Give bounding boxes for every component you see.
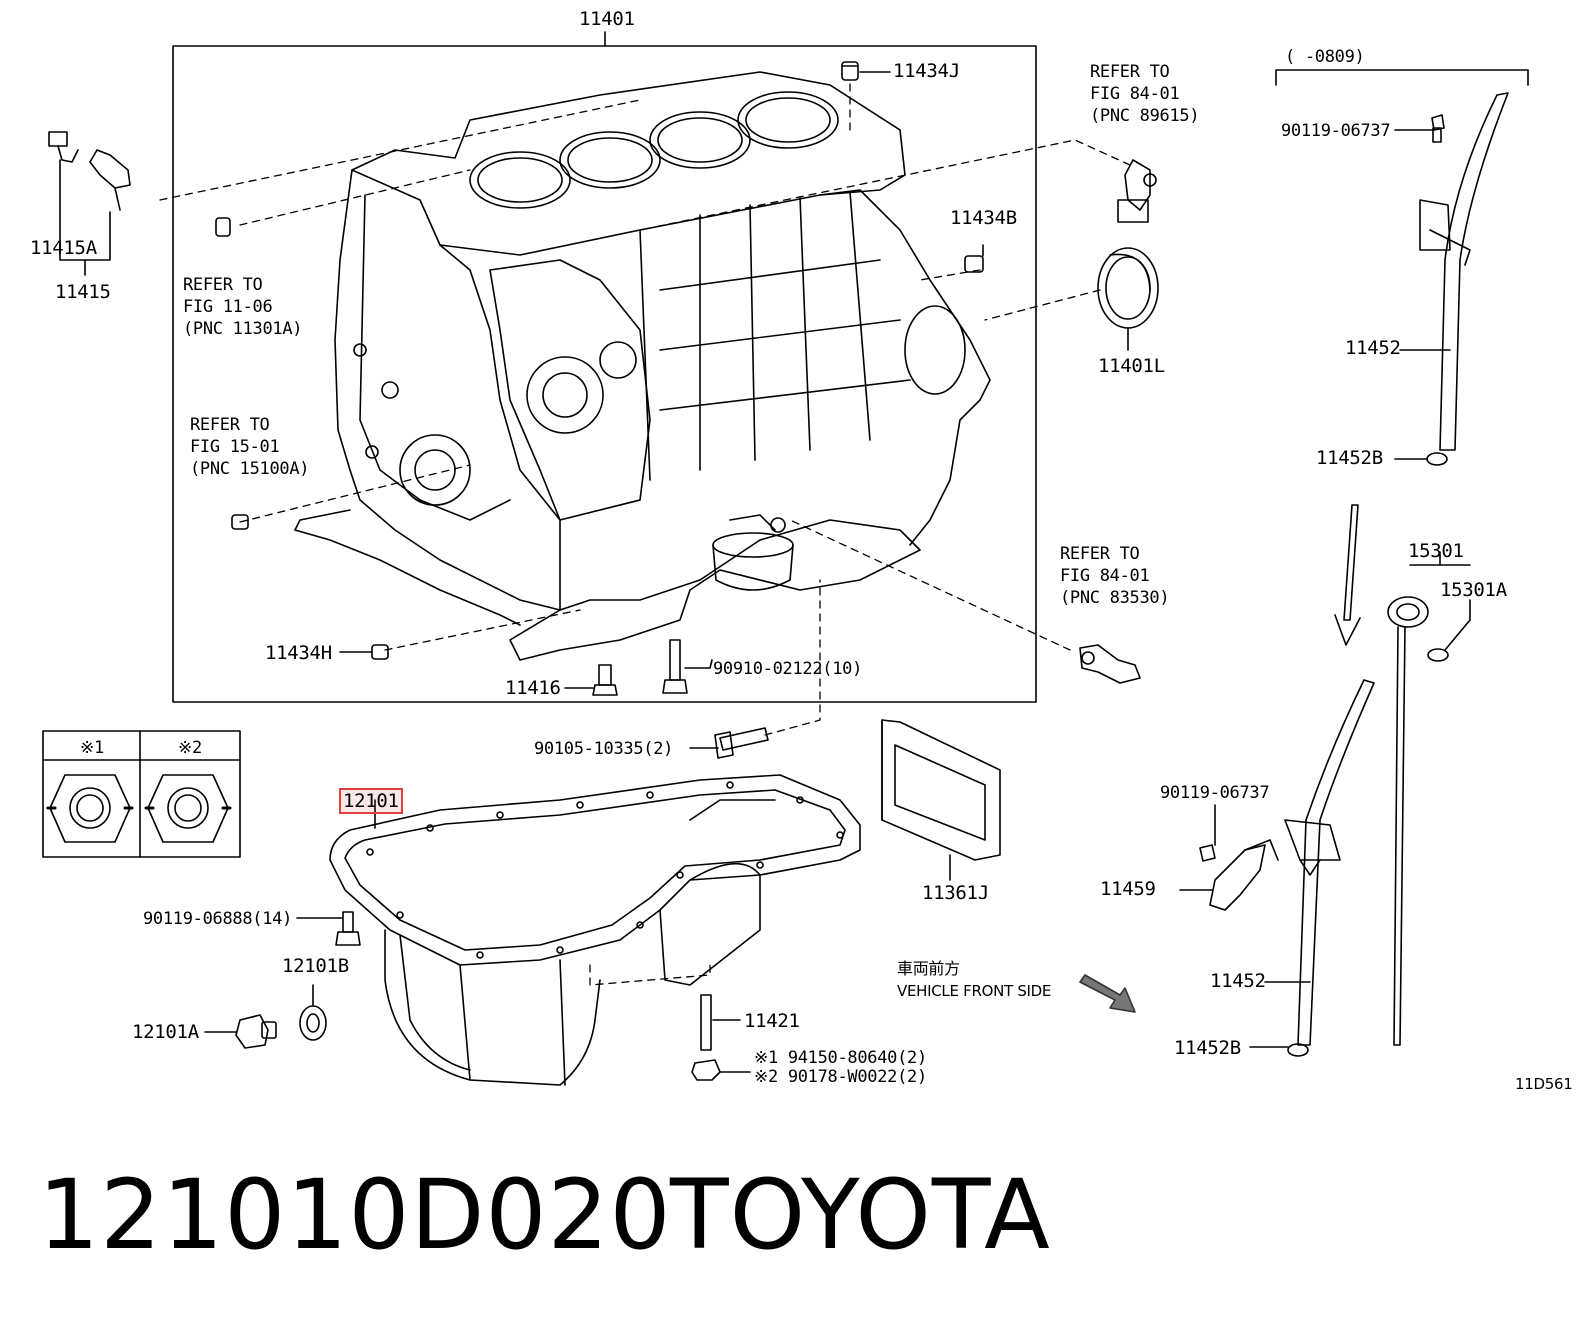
refer-block-15100a: REFER TO FIG 15-01 (PNC 15100A) bbox=[190, 414, 310, 480]
nut-inset-box bbox=[43, 731, 240, 857]
refer-block-89615: REFER TO FIG 84-01 (PNC 89615) bbox=[1090, 61, 1200, 127]
gauge-guide-11452-bot bbox=[1285, 680, 1374, 1045]
diagram-code: 11D561 bbox=[1515, 1075, 1573, 1093]
label-11421: 11421 bbox=[744, 1010, 800, 1032]
sensor-83530 bbox=[1080, 645, 1140, 683]
brand-title: TOYOTA bbox=[670, 1159, 1051, 1271]
highlighted-part-12101: 12101 bbox=[339, 788, 403, 814]
arrow-down bbox=[1335, 505, 1360, 645]
inset-label-1: ※1 bbox=[80, 738, 104, 758]
cylinder-block-illustration bbox=[295, 72, 990, 660]
bracket-11459 bbox=[1210, 840, 1278, 910]
label-11415: 11415 bbox=[55, 281, 111, 303]
refer-line-1: REFER TO bbox=[183, 275, 263, 295]
refer-line-1: REFER TO bbox=[190, 415, 270, 435]
part-number-title: 121010D020 bbox=[38, 1159, 672, 1271]
vehicle-front-en: VEHICLE FRONT SIDE bbox=[897, 982, 1052, 1000]
plug-11434b bbox=[965, 256, 983, 272]
plug-11434j bbox=[842, 62, 858, 80]
label-90910-02122: 90910-02122(10) bbox=[713, 659, 863, 679]
dipstick-15301 bbox=[1388, 597, 1428, 1045]
label-11452-top: 11452 bbox=[1345, 337, 1401, 359]
refer-line-2: FIG 84-01 bbox=[1060, 566, 1150, 586]
label-15301: 15301 bbox=[1408, 540, 1464, 562]
label-11401l: 11401L bbox=[1098, 355, 1165, 377]
label-11452b-bot: 11452B bbox=[1174, 1037, 1241, 1059]
label-11361j: 11361J bbox=[922, 882, 989, 904]
gauge-guide-11452-top bbox=[1420, 93, 1508, 450]
label-11434h: 11434H bbox=[265, 642, 332, 664]
label-90119-06888: 90119-06888(14) bbox=[143, 909, 293, 929]
refer-line-1: REFER TO bbox=[1060, 544, 1140, 564]
vehicle-front-jp: 車両前方 bbox=[897, 959, 960, 978]
label-15301a: 15301A bbox=[1440, 579, 1507, 601]
oring-15301a bbox=[1428, 649, 1448, 661]
refer-line-1: REFER TO bbox=[1090, 62, 1170, 82]
label-11452b-top: 11452B bbox=[1316, 447, 1383, 469]
label-94150-80640: ※1 94150-80640(2) bbox=[754, 1048, 927, 1068]
refer-line-3: (PNC 11301A) bbox=[183, 319, 303, 339]
label-11401: 11401 bbox=[579, 8, 635, 30]
label-11415a: 11415A bbox=[30, 237, 97, 259]
inset-label-2: ※2 bbox=[178, 738, 202, 758]
label-11434j: 11434J bbox=[893, 60, 960, 82]
refer-line-2: FIG 11-06 bbox=[183, 297, 273, 317]
refer-line-2: FIG 15-01 bbox=[190, 437, 280, 457]
label-11459: 11459 bbox=[1100, 878, 1156, 900]
oil-pan-12101 bbox=[330, 775, 860, 1085]
label-11452-bot: 11452 bbox=[1210, 970, 1266, 992]
label-model-range: ( -0809) bbox=[1285, 47, 1365, 67]
baffle-11361j bbox=[882, 720, 1000, 860]
bolt-90119-06737-top bbox=[1432, 115, 1444, 142]
label-90105-10335: 90105-10335(2) bbox=[534, 739, 674, 759]
bolt-90105 bbox=[715, 728, 768, 758]
bolt-90119-06888 bbox=[336, 912, 360, 945]
refer-line-3: (PNC 83530) bbox=[1060, 588, 1170, 608]
refer-block-11301a: REFER TO FIG 11-06 (PNC 11301A) bbox=[183, 274, 303, 340]
label-90119-06737-bot: 90119-06737 bbox=[1160, 783, 1270, 803]
refer-line-3: (PNC 15100A) bbox=[190, 459, 310, 479]
engine-block-frame bbox=[173, 46, 1036, 702]
oring-11452b-top bbox=[1427, 453, 1447, 465]
plug-11434h bbox=[372, 645, 388, 659]
bolt-90910 bbox=[663, 640, 687, 693]
sleeve-plug-top bbox=[216, 218, 230, 236]
drain-plug-12101a bbox=[236, 1015, 276, 1048]
oring-11452b-bot bbox=[1288, 1044, 1308, 1056]
drain-gasket-12101b bbox=[300, 1006, 326, 1040]
sleeve-plug-mid bbox=[232, 515, 248, 529]
label-90119-06737-top: 90119-06737 bbox=[1281, 121, 1391, 141]
sensor-89615 bbox=[1118, 160, 1156, 222]
stud-11421 bbox=[701, 995, 711, 1050]
knock-sensor-11415a bbox=[49, 132, 130, 210]
label-12101-highlighted: 12101 bbox=[339, 788, 403, 814]
bolt-90119-06737-bot bbox=[1200, 845, 1215, 861]
refer-block-83530: REFER TO FIG 84-01 (PNC 83530) bbox=[1060, 543, 1170, 609]
vehicle-front-arrow-icon bbox=[1080, 975, 1135, 1012]
label-12101a: 12101A bbox=[132, 1021, 199, 1043]
label-11416: 11416 bbox=[505, 677, 561, 699]
label-12101b: 12101B bbox=[282, 955, 349, 977]
nut-94150 bbox=[692, 1060, 720, 1080]
bolt-11416 bbox=[593, 665, 617, 695]
oil-seal-11401l bbox=[1098, 248, 1158, 328]
refer-line-3: (PNC 89615) bbox=[1090, 106, 1200, 126]
label-11434b: 11434B bbox=[950, 207, 1017, 229]
label-90178-w0022: ※2 90178-W0022(2) bbox=[754, 1067, 927, 1087]
refer-line-2: FIG 84-01 bbox=[1090, 84, 1180, 104]
